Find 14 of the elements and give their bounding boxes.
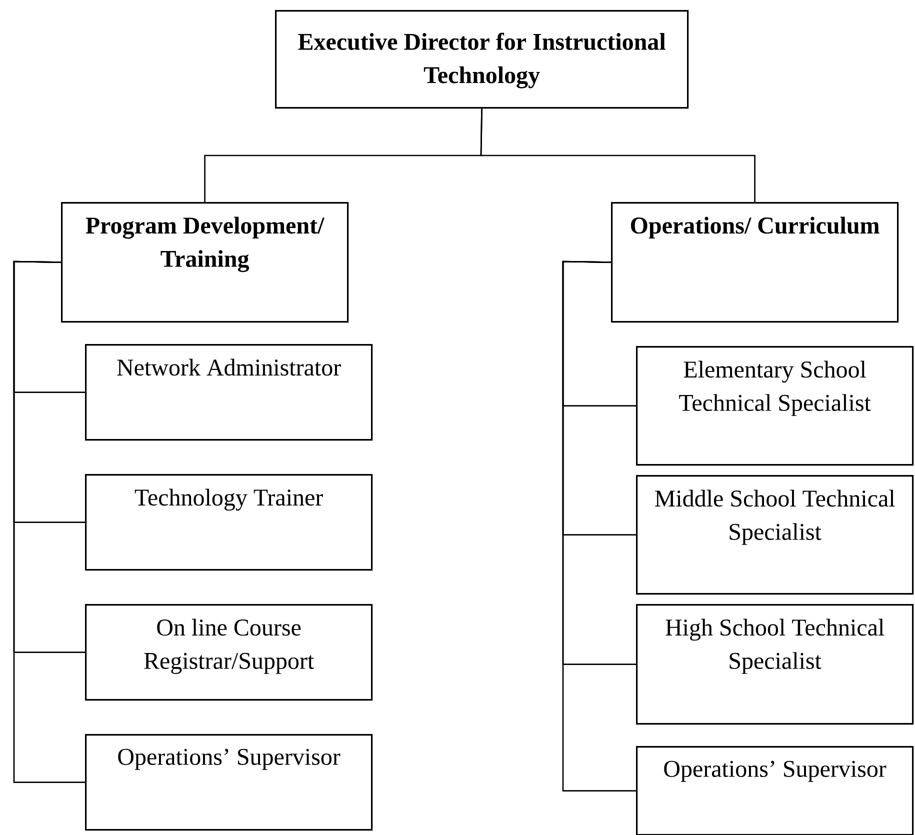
connector-line (562, 260, 636, 792)
role-box: High School Technical Specialist (636, 604, 914, 725)
connector-line (13, 260, 85, 783)
role-box: Executive Director for Instructional Technology (275, 10, 689, 109)
role-box: Operations/ Curriculum (611, 202, 899, 323)
role-box: On line Course Registrar/Support (85, 604, 373, 701)
role-box: Operations’ Supervisor (85, 734, 373, 831)
role-box: Operations’ Supervisor (636, 746, 914, 835)
role-box: Technology Trainer (85, 474, 373, 571)
role-box: Elementary School Technical Specialist (636, 346, 914, 466)
connector-line (480, 108, 756, 202)
role-box: Network Administrator (85, 344, 373, 441)
role-box: Middle School Technical Specialist (636, 475, 914, 595)
role-box: Program Development/ Training (61, 202, 349, 323)
